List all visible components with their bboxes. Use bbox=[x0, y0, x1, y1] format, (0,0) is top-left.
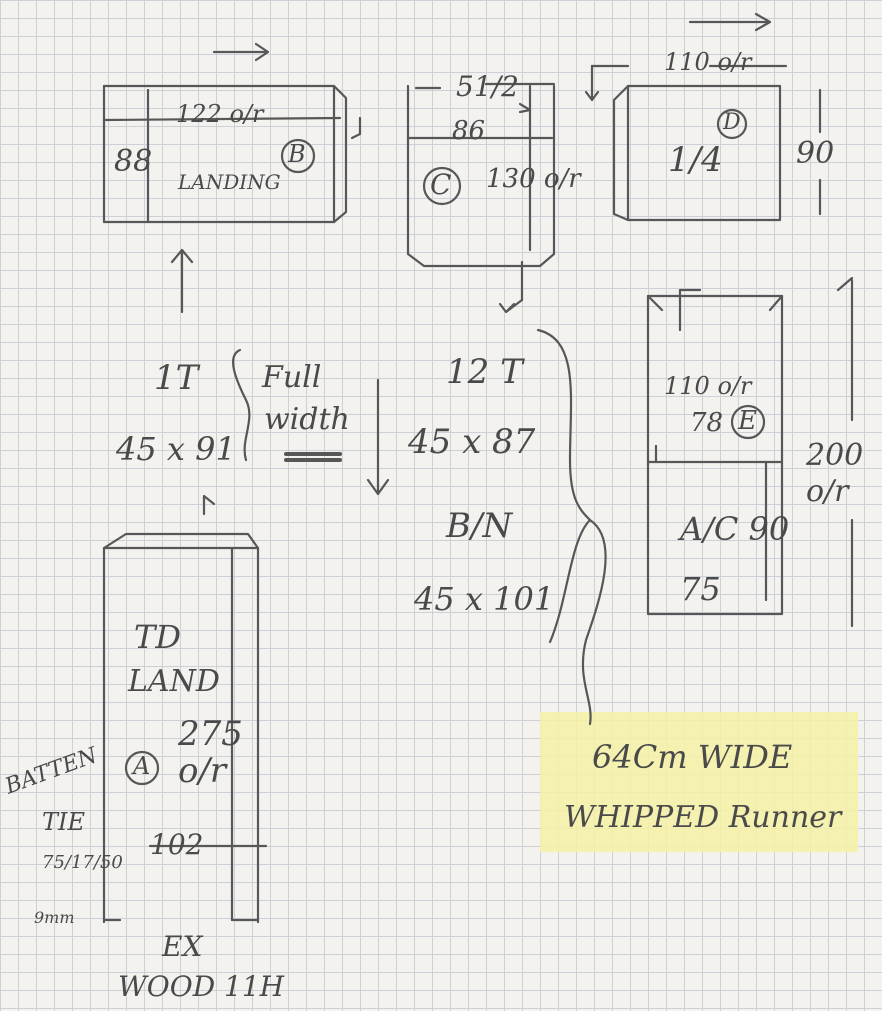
arrow-right-b bbox=[212, 42, 270, 62]
stairs-left-timber: 45 x 91 bbox=[116, 430, 236, 468]
piece-b-outline bbox=[102, 84, 362, 224]
piece-b-name: LANDING bbox=[178, 170, 281, 194]
stairs-mid-bn: B/N bbox=[446, 506, 513, 546]
stairs-mid-timber2: 45 x 101 bbox=[414, 580, 555, 618]
piece-c-outline bbox=[406, 82, 556, 314]
arrow-up-b bbox=[170, 248, 194, 314]
piece-d-fraction: 1/4 bbox=[668, 140, 723, 180]
piece-a-width: 102 bbox=[150, 828, 204, 861]
piece-d-width: 110 o/r bbox=[664, 48, 752, 76]
piece-c-width: 51/2 bbox=[456, 70, 519, 103]
bracket-left bbox=[232, 348, 251, 462]
piece-a-height: 275 o/r bbox=[178, 714, 243, 792]
stairs-left-note1: Full bbox=[262, 360, 322, 395]
label-d-circle bbox=[716, 108, 748, 140]
highlighter-mark bbox=[540, 712, 858, 852]
piece-a-left-note4: 9mm bbox=[34, 908, 75, 927]
piece-b-height: 88 bbox=[114, 144, 153, 179]
arrow-down-mid bbox=[366, 378, 390, 496]
piece-c-label: C bbox=[430, 168, 452, 201]
label-b-circle bbox=[280, 138, 316, 174]
piece-e-note2: 75 bbox=[680, 570, 721, 608]
piece-d-outline bbox=[584, 12, 822, 222]
piece-e-width: 78 bbox=[690, 408, 724, 438]
piece-b-width: 122 o/r bbox=[176, 100, 264, 128]
piece-e-label: E bbox=[738, 406, 757, 436]
stairs-mid-timber: 45 x 87 bbox=[408, 422, 536, 462]
label-a-circle bbox=[124, 750, 160, 786]
stairs-mid-count: 12 T bbox=[446, 352, 523, 392]
label-e-circle bbox=[730, 404, 766, 440]
piece-e-inner: 110 o/r bbox=[664, 372, 752, 400]
piece-a-bottom2: WOOD 11H bbox=[118, 970, 285, 1003]
piece-a-outline bbox=[102, 494, 268, 924]
piece-a-label: A bbox=[133, 752, 151, 780]
piece-a-left-note3: 75/17/50 bbox=[42, 852, 123, 873]
brace-middle bbox=[536, 328, 592, 644]
runner-note-line2: WHIPPED Runner bbox=[564, 800, 842, 835]
piece-d-label: D bbox=[723, 110, 741, 135]
piece-c-inner: 86 bbox=[452, 116, 486, 146]
piece-e-outline bbox=[646, 276, 854, 628]
piece-b-label: B bbox=[288, 140, 306, 168]
piece-e-height: 200 o/r bbox=[806, 438, 864, 509]
label-c-circle bbox=[422, 166, 462, 206]
piece-e-note: A/C 90 bbox=[680, 510, 790, 548]
runner-note-line1: 64Cm WIDE bbox=[592, 738, 793, 776]
piece-a-line2: LAND bbox=[128, 664, 220, 699]
stairs-left-count: 1T bbox=[154, 358, 199, 398]
underline-mark bbox=[284, 452, 342, 462]
piece-d-height: 90 bbox=[796, 136, 835, 171]
runner-squiggle bbox=[581, 518, 607, 726]
piece-a-left-note2: TIE bbox=[42, 808, 86, 836]
piece-a-bottom1: EX bbox=[162, 930, 203, 963]
stairs-left-note2: width bbox=[264, 402, 350, 437]
piece-a-line1: TD bbox=[134, 618, 181, 656]
piece-c-height: 130 o/r bbox=[486, 164, 581, 194]
